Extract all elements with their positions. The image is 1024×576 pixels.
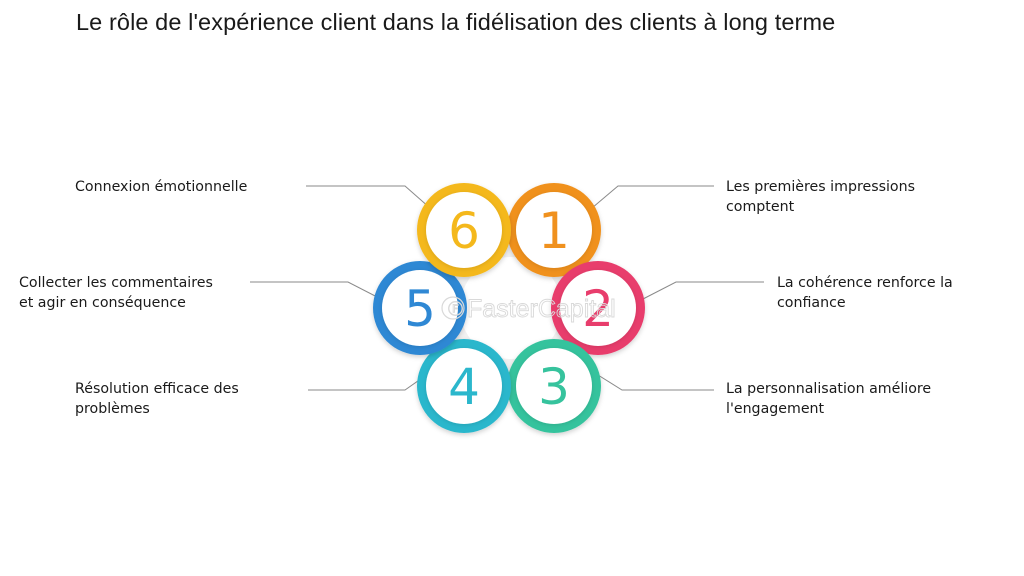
- page-title: Le rôle de l'expérience client dans la f…: [76, 9, 836, 35]
- step-6-ring-inner: [426, 192, 502, 268]
- step-4-ring: 4: [417, 339, 511, 433]
- step-3-label: La personnalisation améliore l'engagemen…: [726, 381, 932, 417]
- step-4-label: Résolution efficace des problèmes: [75, 381, 239, 417]
- watermark: Ⓕ FasterCapital: [441, 295, 616, 323]
- step-2-ring: 2: [551, 261, 645, 355]
- connector-line-4: [308, 375, 426, 391]
- step-2-number: 2: [582, 280, 614, 338]
- step-5-ring: 5: [373, 261, 467, 355]
- step-2-label: La cohérence renforce la confiance: [777, 275, 953, 311]
- step-3-number: 3: [538, 358, 570, 416]
- step-6-ring: 6: [417, 183, 511, 277]
- step-1-ring: 1: [507, 183, 601, 277]
- connector-line-1: [591, 185, 714, 209]
- step-5-ring-inner: [382, 270, 458, 346]
- step-2-ring-inner: [560, 270, 636, 346]
- svg-text:Ⓕ: Ⓕ: [448, 301, 463, 318]
- connector-line-2: [642, 281, 764, 300]
- step-1-ring-inner: [516, 192, 592, 268]
- step-4-number: 4: [448, 358, 480, 416]
- step-6-label: Connexion émotionnelle: [75, 179, 248, 195]
- step-1-number: 1: [538, 202, 570, 260]
- connector-line-3: [597, 374, 714, 391]
- step-5-number: 5: [404, 280, 436, 338]
- connector-lines: [250, 185, 764, 391]
- step-3-ring: 3: [507, 339, 601, 433]
- step-1-label: Les premières impressions comptent: [726, 179, 915, 215]
- connector-line-6: [306, 185, 431, 209]
- watermark-text: FasterCapital: [467, 295, 616, 323]
- connector-line-5: [250, 281, 382, 300]
- step-4-ring-inner: [426, 348, 502, 424]
- step-6-number: 6: [448, 202, 480, 260]
- step-5-label: Collecter les commentaires et agir en co…: [19, 275, 213, 311]
- step-3-ring-inner: [516, 348, 592, 424]
